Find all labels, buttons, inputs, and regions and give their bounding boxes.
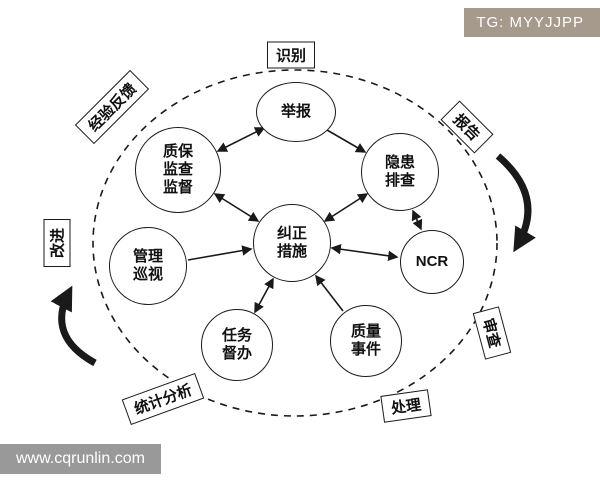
node-corrective-measures: 纠正 措施	[253, 204, 331, 282]
stage-label-identify: 识别	[266, 41, 316, 69]
arrow-task-corrective	[254, 277, 274, 314]
telegram-watermark: TG: MYYJJPP	[464, 8, 600, 37]
relation-arrows	[187, 127, 423, 314]
node-management-patrol: 管理 巡视	[109, 227, 187, 305]
node-label-line: 监查	[162, 161, 193, 178]
arrow-whistleblow-hazard	[326, 129, 367, 153]
arrow-patrol-corrective	[187, 245, 253, 261]
node-label-line: 排查	[384, 172, 415, 189]
node-label-line: 质保	[162, 143, 193, 160]
cycle-flow-arrow-left	[50, 285, 97, 367]
node-hazard-screening: 隐患 排查	[361, 133, 439, 211]
node-label-line: 隐患	[384, 154, 415, 171]
node-whistleblow-report: 举报	[256, 82, 336, 142]
node-ncr: NCR	[400, 230, 464, 294]
node-label-line: 质量	[350, 323, 381, 340]
node-label-line: 巡视	[132, 266, 163, 283]
arrow-corrective-ncr	[330, 244, 399, 261]
arrow-hazard-ncr	[411, 209, 423, 231]
node-quality-event: 质量 事件	[330, 305, 402, 377]
website-watermark: www.cqrunlin.com	[0, 444, 161, 474]
arrow-hazard-corrective	[323, 193, 369, 222]
arrow-qa-corrective	[213, 193, 260, 222]
node-label-line: 事件	[350, 341, 381, 358]
node-label-line: NCR	[415, 253, 449, 270]
stage-label-improve: 改进	[43, 218, 71, 268]
cycle-flow-arrow-right	[495, 153, 536, 253]
dashed-cycle-boundary	[92, 69, 498, 417]
node-label-line: 措施	[276, 243, 307, 260]
node-label-line: 管理	[132, 248, 163, 265]
arrow-whistleblow-qa	[216, 127, 266, 152]
node-label-line: 督办	[221, 345, 252, 362]
node-label-line: 纠正	[276, 225, 307, 242]
arrow-event-corrective	[315, 274, 344, 312]
node-label-line: 监督	[162, 179, 193, 196]
node-label-line: 举报	[280, 103, 311, 120]
node-label-line: 任务	[221, 327, 252, 344]
node-task-supervision: 任务 督办	[201, 309, 273, 381]
node-qa-inspection-supervision: 质保 监查 监督	[135, 127, 221, 213]
